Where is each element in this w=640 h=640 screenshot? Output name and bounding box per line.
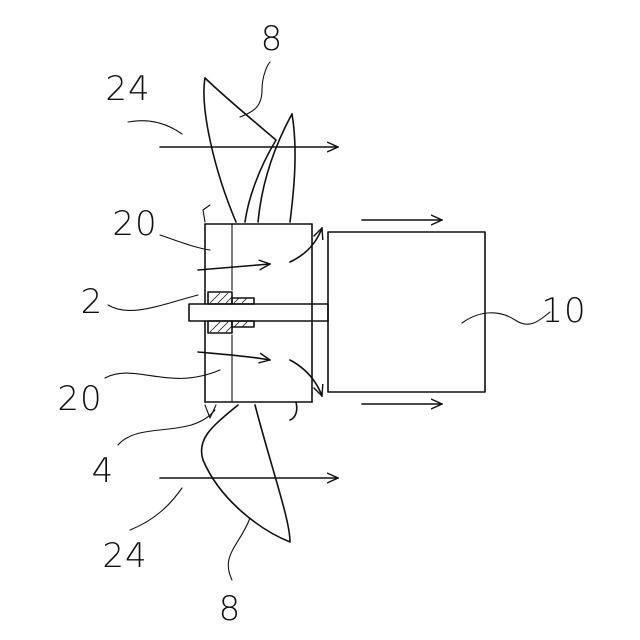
label-flow-bottom: 24 xyxy=(102,536,147,576)
internal-flow-arrow-top-right xyxy=(290,228,322,262)
hub-body xyxy=(205,224,312,402)
leader-blade-bottom xyxy=(228,518,250,580)
fan-blade-small-top xyxy=(203,205,210,222)
motor-housing xyxy=(328,232,485,392)
label-motor: 10 xyxy=(541,291,586,331)
leader-blade-top xyxy=(240,62,270,117)
label-flow-top: 24 xyxy=(105,69,150,109)
leader-hub-top xyxy=(160,235,210,250)
label-hub-bottom: 20 xyxy=(57,379,102,419)
leader-motor xyxy=(462,312,550,324)
internal-flow-arrow-bottom-right xyxy=(290,360,322,396)
label-shaft: 2 xyxy=(81,282,104,322)
fan-blade-bottom-inner xyxy=(205,402,297,420)
leader-hub-body xyxy=(118,410,215,445)
leader-flow-bottom xyxy=(130,488,182,530)
fan-blade-bottom-outer xyxy=(201,405,290,542)
internal-flow-arrow-bottom-left xyxy=(198,352,270,360)
label-hub-body: 4 xyxy=(92,451,115,491)
leader-hub-bottom xyxy=(105,370,220,378)
label-hub-top: 20 xyxy=(112,204,157,244)
label-blade-bottom: 8 xyxy=(219,589,242,629)
shaft xyxy=(189,304,328,321)
leader-shaft xyxy=(108,295,198,310)
label-blade-top: 8 xyxy=(261,19,284,59)
fan-blade-top-outer xyxy=(204,78,276,222)
leader-flow-top xyxy=(128,121,182,134)
internal-flow-arrow-top-left xyxy=(198,264,270,270)
